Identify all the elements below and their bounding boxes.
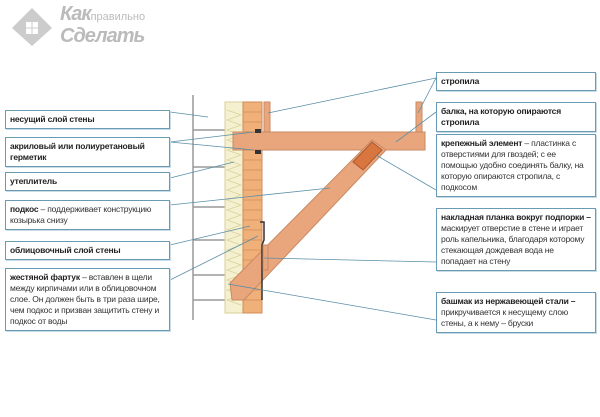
label-beam: балка, на которую опираются стропила xyxy=(436,102,596,132)
logo-line1: Какправильно xyxy=(60,3,146,25)
label-sealant: акриловый или полиуретановый герметик xyxy=(5,137,170,167)
label-steel-shoe: башмак из нержавеющей стали – прикручива… xyxy=(436,292,596,333)
label-bearing-wall: несущий слой стены xyxy=(5,110,170,129)
flashing xyxy=(260,221,265,300)
label-flashing: жестяной фартук – вставлен в щели между … xyxy=(5,268,170,331)
label-brace: подкос – поддерживает конструкцию козырь… xyxy=(5,200,170,230)
logo: Какправильно Сделать xyxy=(8,4,188,50)
leader-lines xyxy=(169,77,437,321)
label-rafters: стропила xyxy=(436,72,596,91)
label-facing-wall: облицовочный слой стены xyxy=(5,241,170,260)
beam xyxy=(232,131,426,151)
label-cover-strip: накладная планка вокруг подпорки – маски… xyxy=(436,208,596,271)
label-fastener: крепежный элемент – пластинка с отверсти… xyxy=(436,134,596,197)
mounting-plate xyxy=(352,141,383,171)
house-logo-icon xyxy=(12,8,52,46)
logo-line2: Сделать xyxy=(60,25,145,47)
rafter-left xyxy=(263,101,271,133)
label-insulation: утеплитель xyxy=(5,172,170,191)
brace xyxy=(229,139,387,301)
